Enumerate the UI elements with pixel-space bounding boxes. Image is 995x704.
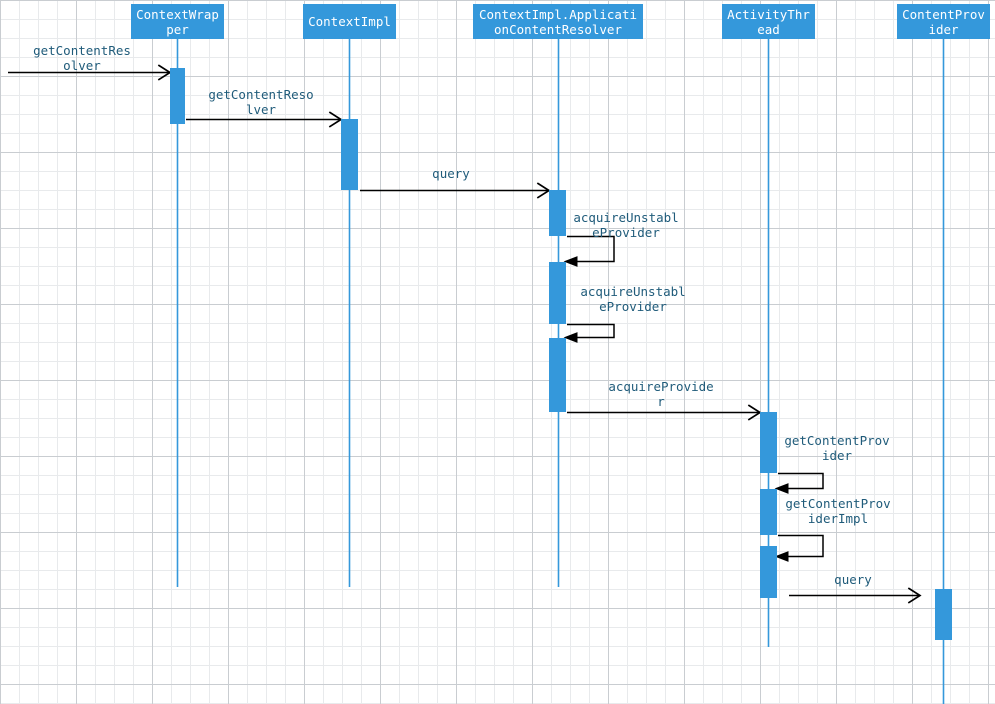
activation-bar-act-acr-1[interactable]: [549, 190, 566, 236]
message-msg-4[interactable]: [563, 235, 615, 267]
activation-bar-act-at-2[interactable]: [760, 489, 777, 535]
activation-bar-act-acr-2[interactable]: [549, 262, 566, 324]
message-msg-9[interactable]: [789, 587, 922, 604]
message-msg-7[interactable]: [774, 472, 824, 494]
participant-label: ActivityThread: [727, 6, 810, 37]
message-msg-1[interactable]: [8, 64, 172, 81]
message-msg-5[interactable]: [563, 323, 615, 343]
participant-contentprovider[interactable]: ContentProvider: [897, 4, 990, 39]
activation-bar-act-cp-1[interactable]: [935, 589, 952, 640]
activation-bar-act-acr-3[interactable]: [549, 338, 566, 412]
participant-label: ContextImpl: [308, 14, 391, 29]
activation-bar-act-ci-1[interactable]: [341, 119, 358, 190]
participant-contextwrapper[interactable]: ContextWrapper: [131, 4, 224, 39]
participant-label: ContextImpl.ApplicationContentResolver: [478, 6, 638, 37]
participant-contextimpl[interactable]: ContextImpl: [303, 4, 396, 39]
participant-label: ContextWrapper: [136, 6, 219, 37]
participant-applicationcontentresolver[interactable]: ContextImpl.ApplicationContentResolver: [473, 4, 643, 39]
messages-group: [8, 64, 922, 604]
message-msg-6[interactable]: [567, 404, 762, 421]
participant-activitythread[interactable]: ActivityThread: [722, 4, 815, 39]
message-msg-2[interactable]: [186, 111, 343, 128]
participant-label: ContentProvider: [902, 6, 985, 37]
activation-bar-act-cw-1[interactable]: [170, 68, 185, 124]
message-msg-3[interactable]: [360, 182, 551, 199]
activation-bar-act-at-3[interactable]: [760, 546, 777, 598]
activation-bar-act-at-1[interactable]: [760, 412, 777, 473]
message-msg-8[interactable]: [774, 534, 824, 562]
activations-group: [170, 68, 952, 640]
